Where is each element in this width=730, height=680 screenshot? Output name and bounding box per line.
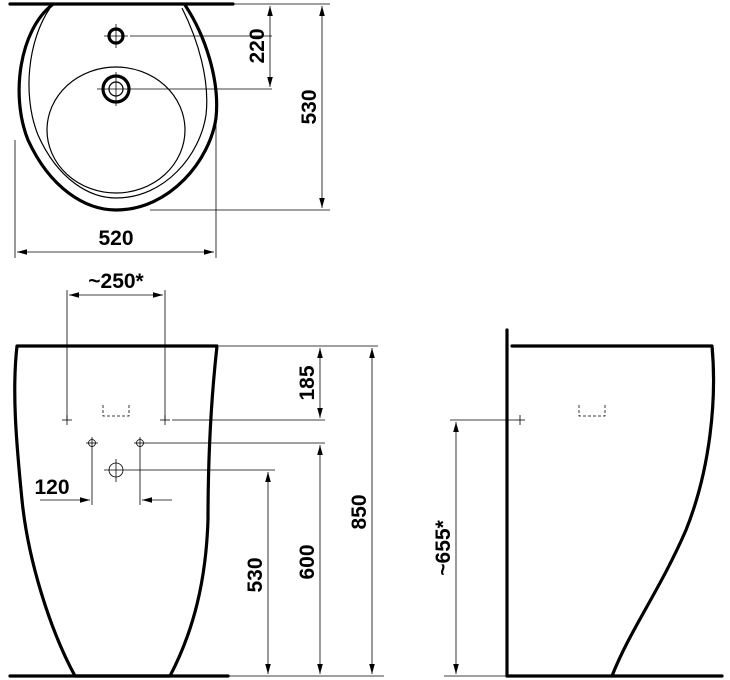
overflow-slot-side	[578, 405, 606, 417]
drain-hole	[97, 72, 272, 106]
supply-point-right	[134, 437, 146, 449]
mount-point-left	[62, 415, 72, 425]
basin-rim-inner	[28, 7, 208, 199]
dim-text-530-front: 530	[244, 557, 267, 592]
dim-text-530-top: 530	[298, 89, 321, 124]
side-view: ~655*	[432, 328, 724, 678]
top-view: 220 530 520	[8, 2, 330, 258]
dim-text-220: 220	[246, 28, 269, 63]
dim-text-120: 120	[34, 476, 69, 499]
mount-point-side	[515, 415, 525, 425]
dim-text-850: 850	[348, 494, 371, 529]
dim-text-250: ~250*	[88, 270, 144, 293]
tap-hole	[104, 24, 128, 48]
waste-point	[104, 459, 128, 482]
dim-text-185: 185	[296, 365, 319, 400]
front-view: ~250* 120	[8, 270, 384, 678]
mount-point-right	[160, 415, 170, 425]
dim-text-520: 520	[98, 227, 133, 250]
dim-text-600: 600	[296, 544, 319, 579]
bowl-outline	[46, 66, 186, 194]
pedestal-outline-front	[13, 344, 219, 678]
overflow-slot-front	[102, 405, 130, 417]
basin-outline-top	[17, 3, 219, 212]
pedestal-outline-side	[510, 344, 716, 678]
supply-point-left	[86, 437, 98, 449]
dim-text-655: ~655*	[432, 519, 455, 575]
